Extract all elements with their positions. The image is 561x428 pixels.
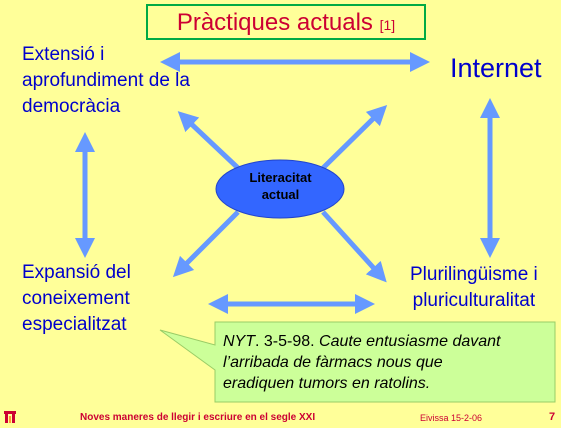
footer-place-date: Eivissa 15-2-06: [420, 413, 483, 423]
arrow-center-plurilingualism: [321, 210, 387, 283]
center-ellipse: [215, 159, 345, 219]
callout-text: NYT. 3-5-98. Caute entusiasme davant l’a…: [223, 333, 501, 392]
node-democracy: Extensió i aprofundiment de la democràci…: [22, 44, 190, 117]
arrow-center-knowledge: [172, 210, 240, 278]
callout-bubble: [159, 321, 556, 403]
title-reference: [1]: [379, 17, 396, 33]
callout-date: . 3-5-98.: [255, 333, 320, 350]
arrow-center-internet: [321, 104, 388, 170]
page-number: 7: [549, 411, 556, 423]
arrow-center-democracy: [177, 111, 240, 170]
footer: Noves maneres de llegir i escriure en el…: [0, 405, 561, 428]
logo-icon: [4, 411, 16, 423]
callout-source: NYT: [223, 333, 255, 350]
node-plurilingualism: Plurilingüisme i pluriculturalitat: [410, 264, 538, 311]
title-box: Pràctiques actuals [1]: [146, 4, 426, 40]
node-knowledge: Expansió del coneixement especialitzat: [22, 262, 131, 335]
page-title: Pràctiques actuals [1]: [176, 9, 396, 36]
node-internet: Internet: [450, 53, 542, 83]
footer-title: Noves maneres de llegir i escriure en el…: [80, 412, 316, 423]
